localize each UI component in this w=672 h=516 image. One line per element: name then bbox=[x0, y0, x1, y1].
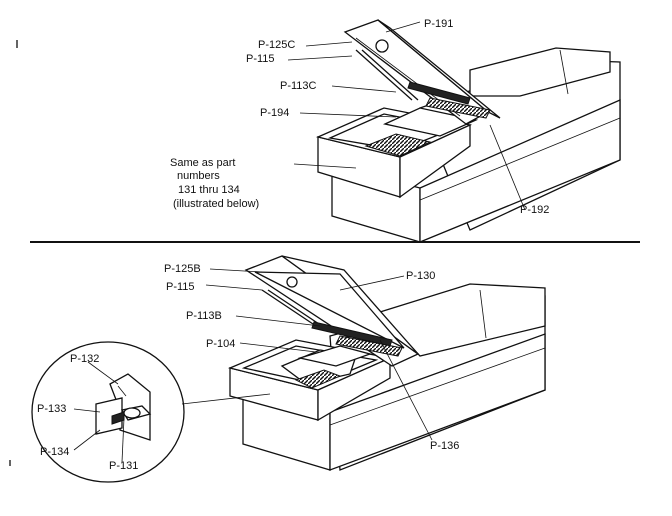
label-p131: P-131 bbox=[109, 460, 138, 472]
bottom-toolbox-drawing bbox=[227, 255, 546, 471]
label-p115-bottom: P-115 bbox=[166, 281, 195, 293]
note-line-3: 131 thru 134 bbox=[178, 184, 240, 196]
top-toolbox-drawing bbox=[315, 19, 621, 243]
note-line-1: Same as part bbox=[170, 157, 235, 169]
label-p192: P-192 bbox=[520, 204, 549, 216]
label-p113c: P-113C bbox=[280, 80, 317, 92]
label-p113b: P-113B bbox=[186, 310, 222, 322]
lock-detail-inset bbox=[31, 341, 185, 483]
bottom-leader-lines bbox=[181, 268, 433, 441]
label-p136: P-136 bbox=[430, 440, 459, 452]
label-p194: P-194 bbox=[260, 107, 289, 119]
label-p133: P-133 bbox=[37, 403, 66, 415]
label-p130: P-130 bbox=[406, 270, 435, 282]
top-leader-lines bbox=[287, 21, 526, 211]
label-p191: P-191 bbox=[424, 18, 453, 30]
label-p125c: P-125C bbox=[258, 39, 295, 51]
label-p125b: P-125B bbox=[164, 263, 201, 275]
inset-leader-lines bbox=[73, 361, 125, 463]
label-p104: P-104 bbox=[206, 338, 235, 350]
label-p132: P-132 bbox=[70, 353, 99, 365]
note-line-2: numbers bbox=[177, 170, 220, 182]
label-p134: P-134 bbox=[40, 446, 69, 458]
label-p115-top: P-115 bbox=[246, 53, 275, 65]
note-line-4: (illustrated below) bbox=[173, 198, 259, 210]
